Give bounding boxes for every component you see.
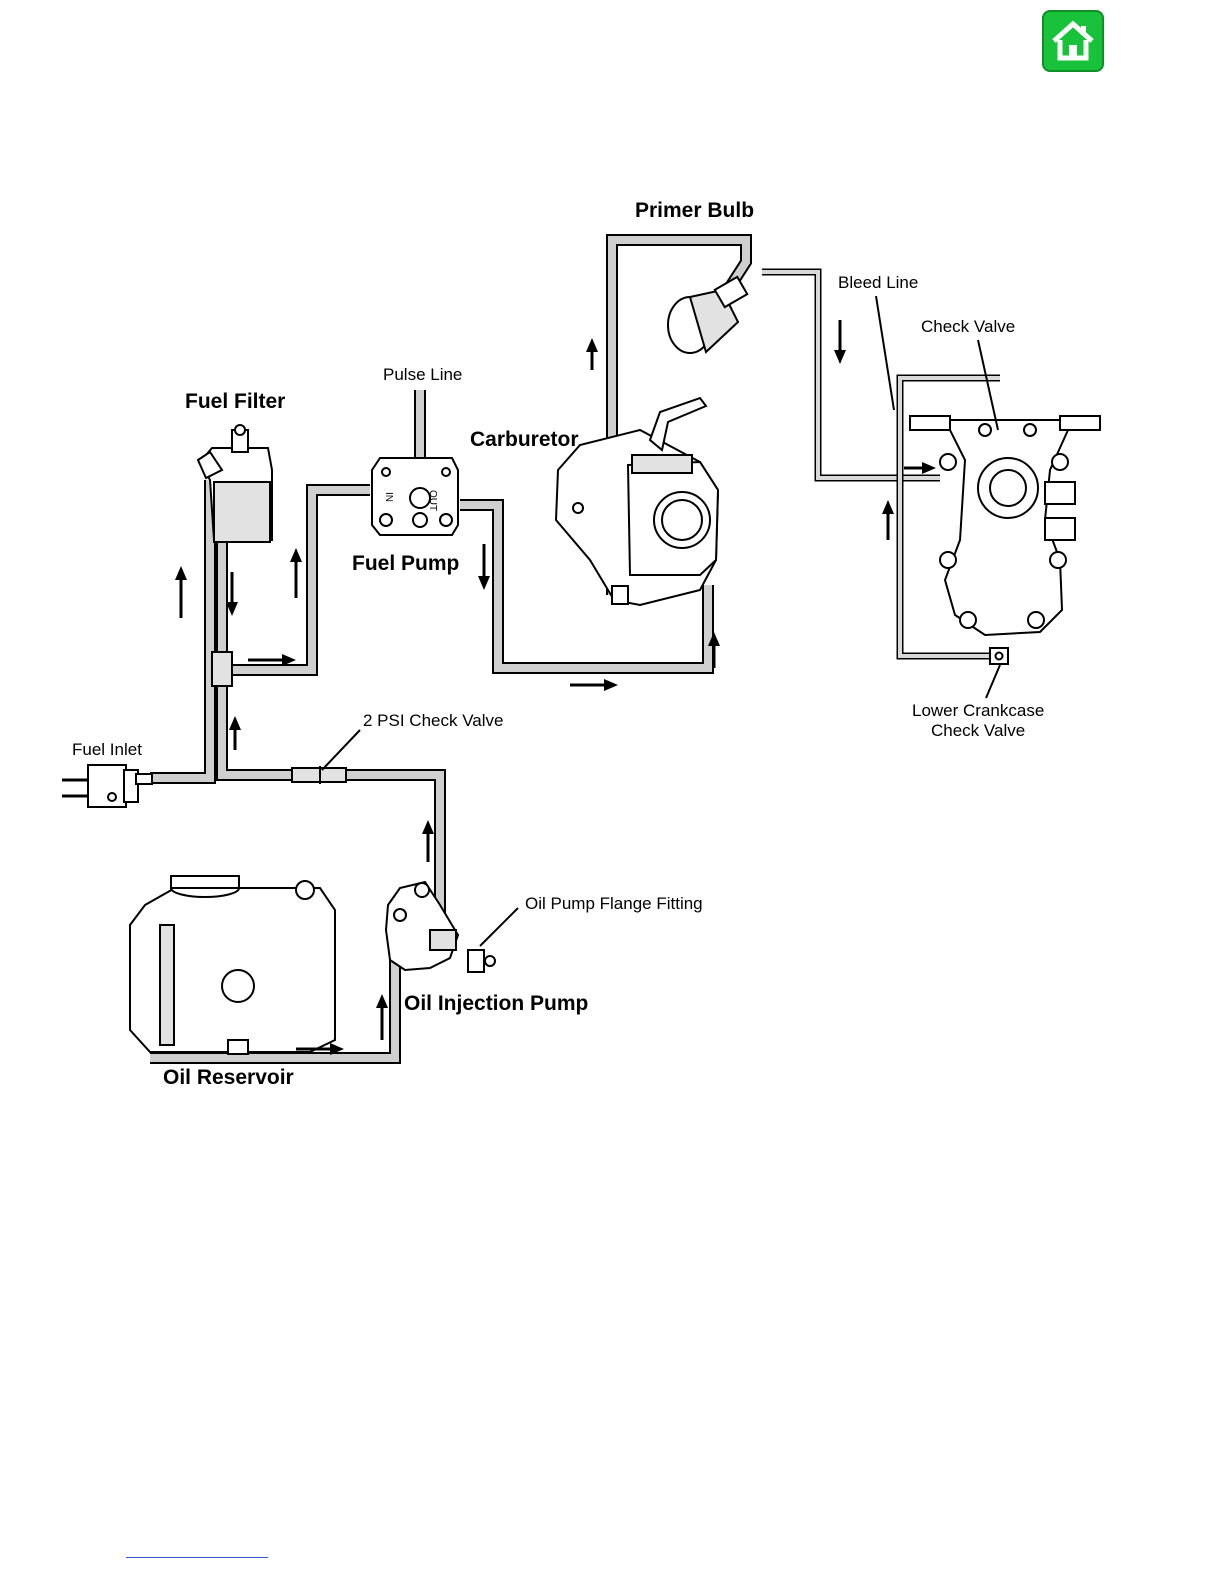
- label-pulse-line: Pulse Line: [383, 365, 462, 384]
- label-bleed-line: Bleed Line: [838, 273, 918, 292]
- primer-bulb: [668, 277, 747, 353]
- label-fuel-filter: Fuel Filter: [185, 390, 285, 413]
- label-check-valve: Check Valve: [921, 317, 1015, 336]
- label-psi-check-valve: 2 PSI Check Valve: [363, 711, 503, 730]
- t-fitting: [212, 652, 232, 686]
- footer-link-underline[interactable]: [126, 1557, 268, 1558]
- fuel-inlet-connector: [62, 765, 152, 807]
- label-oil-pump-flange-fitting: Oil Pump Flange Fitting: [525, 894, 703, 913]
- label-oil-injection-pump: Oil Injection Pump: [404, 992, 588, 1015]
- label-lower-crankcase-2: Check Valve: [931, 721, 1025, 740]
- pump-in-marking: IN: [383, 492, 394, 502]
- label-fuel-inlet: Fuel Inlet: [72, 740, 142, 759]
- psi-check-valve: [292, 766, 346, 784]
- label-lower-crankcase-1: Lower Crankcase: [912, 701, 1044, 720]
- label-carburetor: Carburetor: [470, 428, 579, 451]
- oil-reservoir: [130, 876, 335, 1054]
- label-oil-reservoir: Oil Reservoir: [163, 1066, 294, 1089]
- label-primer-bulb: Primer Bulb: [635, 199, 754, 222]
- label-fuel-pump: Fuel Pump: [352, 552, 459, 575]
- pump-out-marking: OUT: [427, 490, 438, 511]
- crankcase-manifold: [910, 416, 1100, 664]
- fuel-pump: IN OUT: [372, 458, 458, 535]
- carburetor: [556, 398, 718, 605]
